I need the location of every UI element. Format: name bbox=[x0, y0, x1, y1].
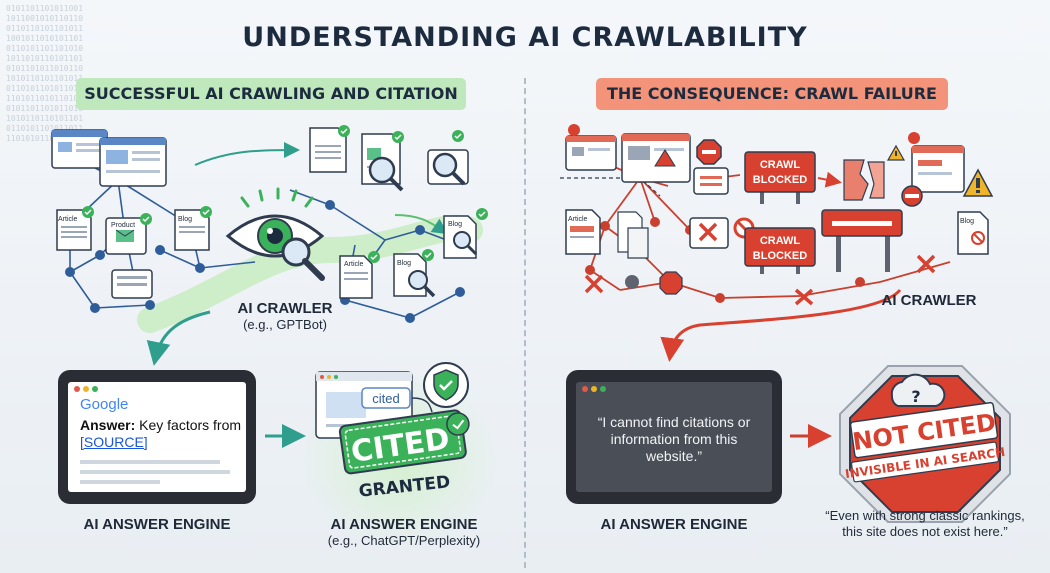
web-page-icon bbox=[957, 211, 989, 255]
article-label: Article bbox=[568, 216, 588, 223]
failed-engine-label: AI ANSWER ENGINE bbox=[566, 516, 782, 533]
x-mark-icon bbox=[584, 274, 604, 294]
answer-engine-label: AI ANSWER ENGINE bbox=[58, 516, 256, 533]
invisible-plate bbox=[850, 441, 1000, 483]
crawler-name-right: AI CRAWLER bbox=[881, 292, 977, 309]
answer-text: Key factors from bbox=[139, 417, 242, 433]
cited-chip bbox=[361, 387, 411, 409]
broken-page bbox=[843, 159, 885, 201]
blocked-2-line-1: CRAWL bbox=[760, 235, 801, 247]
product-label: Product bbox=[111, 222, 135, 229]
failure-header: THE CONSEQUENCE: CRAWL FAILURE bbox=[596, 78, 948, 110]
answer-engine-2-label: AI ANSWER ENGINE (e.g., ChatGPT/Perplexi… bbox=[298, 516, 510, 548]
stop-sign-icon bbox=[659, 271, 683, 295]
web-page-icon bbox=[99, 137, 167, 187]
engine-label: AI ANSWER ENGINE bbox=[83, 516, 231, 533]
web-page-icon bbox=[565, 135, 617, 171]
article-label: Article bbox=[344, 261, 364, 268]
answer-engine-tablet: Google Answer: Key factors from [SOURCE] bbox=[58, 370, 256, 504]
failed-screen bbox=[576, 382, 772, 492]
dead-node bbox=[625, 275, 639, 289]
search-logo: Google bbox=[80, 396, 129, 413]
web-page-icon bbox=[621, 133, 691, 183]
crawler-label: AI CRAWLER (e.g., GPTBot) bbox=[210, 300, 360, 332]
crawl-blocked-sign bbox=[744, 227, 816, 274]
blog-label: Blog bbox=[448, 221, 462, 228]
footer-quote: “Even with strong classic rankings, this… bbox=[825, 508, 1025, 539]
x-mark-icon bbox=[794, 288, 814, 306]
web-page-icon bbox=[339, 255, 373, 299]
cited-chip-text: cited bbox=[372, 391, 399, 406]
web-page-icon bbox=[565, 209, 601, 255]
engine-message: “I cannot find citations or information … bbox=[597, 414, 751, 464]
crawl-arrow-1 bbox=[194, 142, 300, 166]
blocked-1-line-1: CRAWL bbox=[760, 159, 801, 171]
blog-label: Blog bbox=[960, 218, 974, 225]
blog-label: Blog bbox=[397, 260, 411, 267]
web-page-icon bbox=[693, 167, 729, 195]
failed-engine-tablet: “I cannot find citations or information … bbox=[566, 370, 782, 504]
engine2-example: (e.g., ChatGPT/Perplexity) bbox=[327, 533, 481, 548]
binary-background: 0101101101011001 1011001010110110 011011… bbox=[6, 4, 84, 143]
magnifier-icon bbox=[368, 156, 404, 192]
web-page-icon bbox=[911, 145, 965, 193]
barrier-icon bbox=[821, 209, 903, 272]
stop-sign-icon bbox=[696, 139, 722, 165]
crawler-example: (e.g., GPTBot) bbox=[243, 317, 327, 332]
crawl-blocked-sign bbox=[744, 151, 816, 204]
check-badge-icon bbox=[568, 124, 580, 136]
magnifier-icon bbox=[453, 231, 478, 256]
warning-icon bbox=[886, 144, 906, 161]
blog-label: Blog bbox=[178, 216, 192, 223]
stop-sign-icon bbox=[901, 185, 923, 207]
cloud-question-icon: ? bbox=[890, 373, 946, 407]
x-mark-icon bbox=[698, 222, 718, 242]
web-page-icon bbox=[309, 127, 347, 173]
center-divider bbox=[524, 78, 526, 568]
answer-screen: Google Answer: Key factors from [SOURCE] bbox=[68, 382, 246, 492]
eye-icon bbox=[225, 187, 325, 281]
svg-text:?: ? bbox=[911, 387, 920, 406]
cited-stamp: CITED bbox=[338, 409, 470, 475]
not-cited-plate bbox=[849, 401, 999, 459]
web-page-icon bbox=[105, 217, 147, 255]
engine-label-right: AI ANSWER ENGINE bbox=[600, 516, 748, 533]
to-engine-arrow-red bbox=[660, 288, 902, 362]
blocked-2-line-2: BLOCKED bbox=[753, 250, 807, 262]
blocked-1-line-2: BLOCKED bbox=[753, 174, 807, 186]
web-page-icon bbox=[111, 269, 153, 299]
answer-label: Answer: bbox=[80, 417, 136, 433]
x-mark-icon bbox=[916, 254, 936, 274]
answer-block: Answer: Key factors from [SOURCE] bbox=[80, 417, 246, 451]
article-label: Article bbox=[58, 216, 78, 223]
engine2-label: AI ANSWER ENGINE bbox=[330, 516, 478, 533]
web-page-icon bbox=[56, 209, 92, 251]
shield-check-icon bbox=[423, 362, 469, 408]
page-title: UNDERSTANDING AI CRAWLABILITY bbox=[242, 22, 808, 53]
broken-page bbox=[617, 211, 649, 259]
answer-source-link[interactable]: [SOURCE] bbox=[80, 434, 148, 450]
to-engine-arrow bbox=[146, 310, 211, 366]
warning-icon bbox=[962, 168, 994, 197]
success-header: SUCCESSFUL AI CRAWLING AND CITATION bbox=[76, 78, 466, 110]
crawl-arrow-2 bbox=[394, 214, 449, 235]
magnifier-icon bbox=[408, 270, 436, 298]
web-page-icon bbox=[51, 129, 108, 169]
crawler-name: AI CRAWLER bbox=[237, 300, 333, 317]
web-page-icon bbox=[174, 209, 210, 251]
magnifier-icon bbox=[432, 152, 466, 186]
crawler-label-right: AI CRAWLER bbox=[864, 292, 994, 309]
